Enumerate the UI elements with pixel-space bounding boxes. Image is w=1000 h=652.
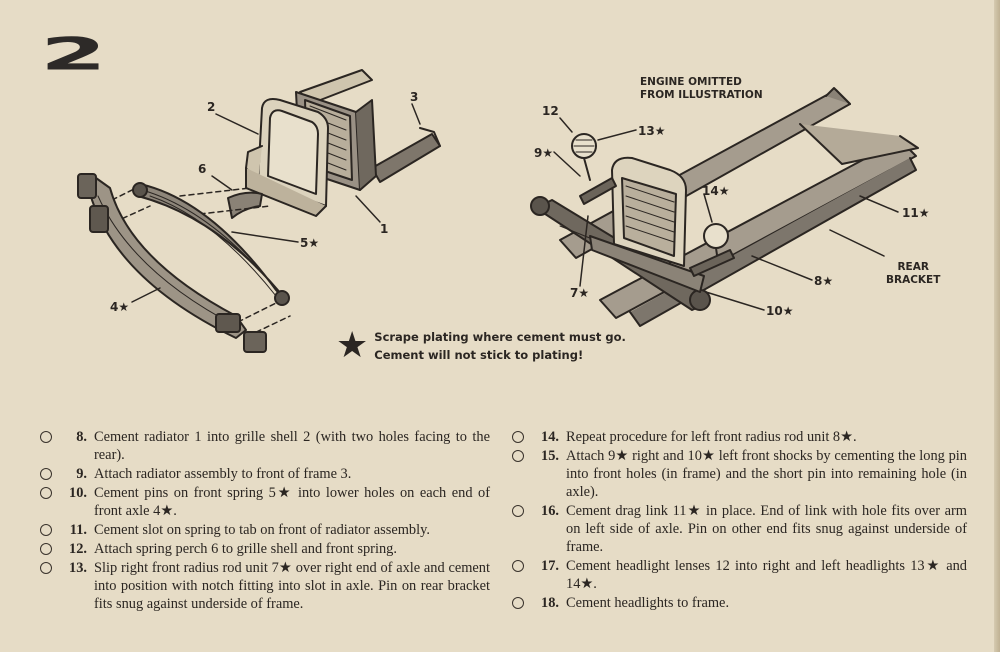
spring-perch-part-6 [227, 191, 263, 219]
step-checkbox[interactable] [40, 431, 52, 443]
rear-bracket-line-1: REAR [897, 261, 929, 273]
step-number-label: 15. [541, 448, 559, 464]
step-item: 12. Attach spring perch 6 to grille shel… [40, 540, 490, 558]
step-checkbox[interactable] [512, 597, 524, 609]
step-item: 18. Cement headlights to frame. [512, 594, 967, 612]
step-item: 8. Cement radiator 1 into grille shell 2… [40, 428, 490, 464]
step-item: 10. Cement pins on front spring 5★ into … [40, 484, 490, 520]
callout-3: 3 [410, 90, 419, 104]
steps-left-column: 8. Cement radiator 1 into grille shell 2… [40, 428, 490, 614]
callout-13: 13★ [638, 124, 666, 138]
step-number-label: 16. [541, 503, 559, 519]
page-edge [994, 0, 1000, 652]
step-checkbox[interactable] [40, 562, 52, 574]
step-text: Attach radiator assembly to front of fra… [94, 466, 352, 482]
callout-2: 2 [207, 100, 216, 114]
callout-6: 6 [198, 162, 207, 176]
callout-9: 9★ [534, 146, 554, 160]
front-axle-assembly [530, 196, 711, 311]
step-text: Cement headlights to frame. [566, 595, 730, 611]
step-number-label: 14. [541, 429, 559, 445]
step-number-label: 12. [69, 541, 87, 557]
step-text: Cement headlight lenses 12 into right an… [566, 558, 967, 592]
shock-9 [579, 177, 617, 205]
step-item: 11. Cement slot on spring to tab on fron… [40, 521, 490, 539]
callout-14: 14★ [702, 184, 730, 198]
engine-omitted-note: ENGINE OMITTED FROM ILLUSTRATION [640, 76, 763, 102]
callout-12: 12 [542, 104, 559, 118]
star-icon: ★ [336, 325, 369, 366]
step-text: Attach spring perch 6 to grille shell an… [94, 541, 397, 557]
step-number-label: 18. [541, 595, 559, 611]
step-number-label: 9. [76, 466, 87, 482]
step-text: Cement pins on front spring 5★ into lowe… [94, 485, 490, 519]
step-checkbox[interactable] [512, 505, 524, 517]
step-checkbox[interactable] [40, 543, 52, 555]
step-text: Cement slot on spring to tab on front of… [94, 522, 430, 538]
rear-bracket-line-2: BRACKET [886, 274, 941, 286]
step-item: 17. Cement headlight lenses 12 into righ… [512, 557, 967, 593]
step-item: 9. Attach radiator assembly to front of … [40, 465, 490, 483]
callout-7: 7★ [570, 286, 590, 300]
callout-5: 5★ [300, 236, 320, 250]
step-text: Cement radiator 1 into grille shell 2 (w… [94, 429, 490, 463]
step-checkbox[interactable] [40, 468, 52, 480]
callout-8: 8★ [814, 274, 834, 288]
step-number-label: 8. [76, 429, 87, 445]
callout-1: 1 [380, 222, 389, 236]
step-checkbox[interactable] [512, 431, 524, 443]
headlight-right-13 [571, 133, 597, 181]
step-item: 14. Repeat procedure for left front radi… [512, 428, 967, 446]
step-text: Repeat procedure for left front radius r… [566, 429, 857, 445]
radiator-assembly [611, 156, 687, 267]
step-number-label: 17. [541, 558, 559, 574]
grille-shell-part-2 [245, 98, 329, 217]
engine-note-line-1: ENGINE OMITTED [640, 76, 742, 88]
steps-right-column: 14. Repeat procedure for left front radi… [512, 428, 967, 613]
callout-10: 10★ [766, 304, 794, 318]
note-line-2: Cement will not stick to plating! [374, 348, 584, 362]
shock-10 [689, 249, 735, 277]
step-number-label: 10. [69, 485, 87, 501]
callout-4: 4★ [110, 300, 130, 314]
step-text: Slip right front radius rod unit 7★ over… [94, 560, 490, 612]
step-number-label: 11. [69, 522, 87, 538]
step-checkbox[interactable] [40, 524, 52, 536]
rear-bracket-label: REAR BRACKET [886, 261, 940, 287]
plating-note: ★ Scrape plating where cement must go. C… [336, 328, 626, 364]
front-axle-part-4 [77, 173, 267, 353]
step-checkbox[interactable] [512, 560, 524, 572]
step-item: 16. Cement drag link 11★ in place. End o… [512, 502, 967, 556]
step-item: 13. Slip right front radius rod unit 7★ … [40, 559, 490, 613]
step-checkbox[interactable] [40, 487, 52, 499]
step-checkbox[interactable] [512, 450, 524, 462]
engine-note-line-2: FROM ILLUSTRATION [640, 89, 763, 101]
step-item: 15. Attach 9★ right and 10★ left front s… [512, 447, 967, 501]
step-number: 2 [40, 27, 107, 81]
step-text: Cement drag link 11★ in place. End of li… [566, 503, 967, 555]
note-line-1: Scrape plating where cement must go. [374, 330, 626, 344]
front-spring-part-5 [132, 182, 290, 306]
step-text: Attach 9★ right and 10★ left front shock… [566, 448, 967, 500]
step-number-label: 13. [69, 560, 87, 576]
callout-11: 11★ [902, 206, 930, 220]
